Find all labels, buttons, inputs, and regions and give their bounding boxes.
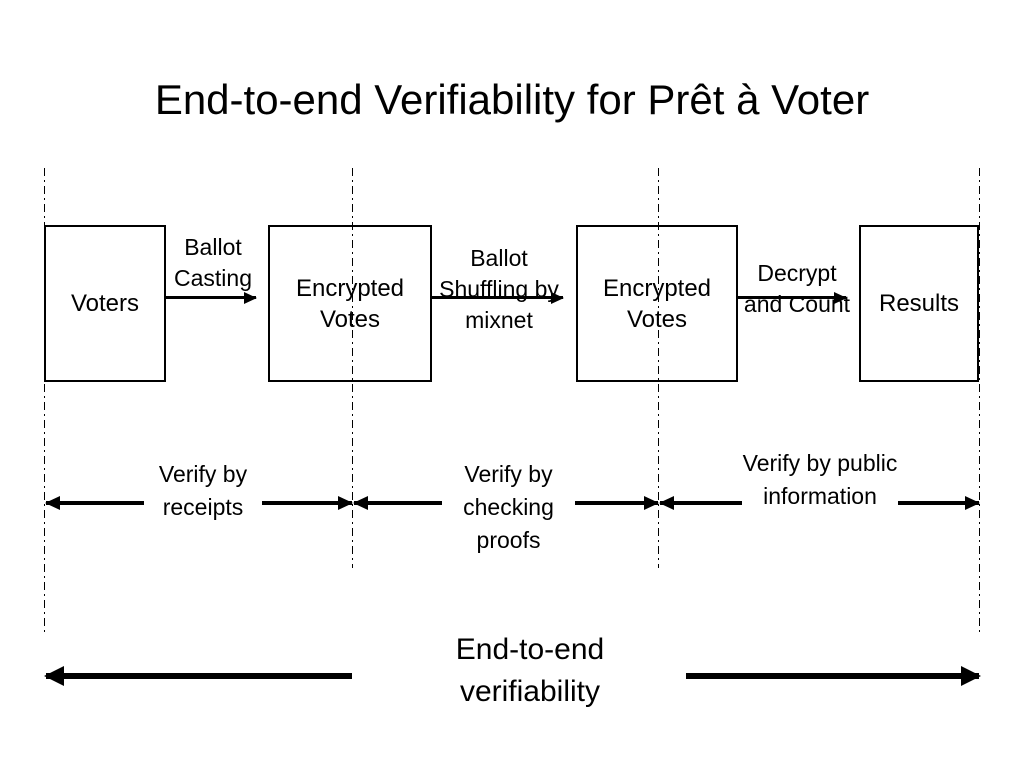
flow-label-ballot-casting: Ballot Casting — [174, 234, 252, 291]
process-box-label: Results — [878, 290, 960, 317]
process-box-results[interactable]: Results — [859, 225, 979, 382]
verify-arrow-receipts-right — [262, 496, 353, 510]
verify-label-proofs: Verify by checking proofs — [463, 461, 554, 553]
boundary-rule-mid-2 — [658, 168, 660, 568]
flow-arrow-ballot-casting — [166, 291, 257, 304]
boundary-rule-right — [979, 168, 981, 636]
process-box-label: Voters — [70, 290, 140, 317]
process-box-label: Encrypted Votes — [295, 274, 405, 333]
verify-arrow-proofs-left — [353, 496, 442, 510]
verify-arrow-public-right — [898, 496, 980, 510]
process-box-label: Encrypted Votes — [602, 274, 712, 333]
flow-label-ballot-shuffling: Ballot Shuffling by mixnet — [439, 245, 559, 333]
flow-arrow-decrypt-count — [738, 291, 847, 304]
process-box-encrypted-votes-1[interactable]: Encrypted Votes — [268, 225, 432, 382]
process-box-voters[interactable]: Voters — [44, 225, 166, 382]
boundary-rule-mid-1 — [352, 168, 354, 568]
verify-arrow-public-left — [659, 496, 742, 510]
verify-arrow-receipts-left — [45, 496, 144, 510]
verify-label-public-information: Verify by public information — [742, 450, 898, 509]
end-to-end-verifiability-label: End-to-end verifiability — [455, 633, 605, 708]
page-title: End-to-end Verifiability for Prêt à Vote… — [154, 76, 870, 123]
flow-arrow-ballot-shuffling — [432, 291, 564, 304]
process-box-encrypted-votes-2[interactable]: Encrypted Votes — [576, 225, 738, 382]
verify-arrow-proofs-right — [575, 496, 659, 510]
end-to-end-arrow-left — [44, 666, 352, 686]
verify-label-receipts: Verify by receipts — [158, 461, 248, 520]
boundary-rule-left — [44, 168, 46, 636]
flow-label-decrypt-count: Decrypt and Count — [743, 260, 851, 317]
end-to-end-arrow-right — [686, 666, 981, 686]
